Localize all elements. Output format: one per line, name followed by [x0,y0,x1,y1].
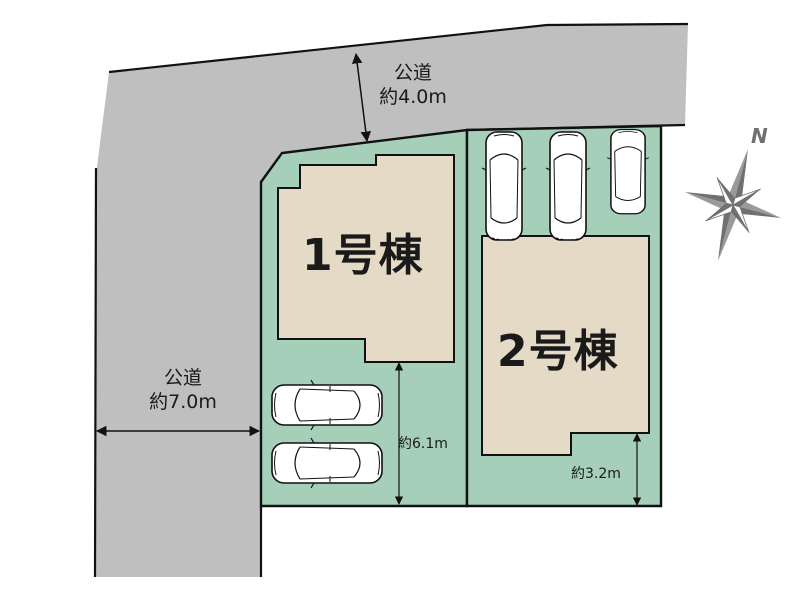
lot1-parking-depth-label: 約6.1m [398,436,448,452]
north-road-label: 公道 約4.0m [368,64,458,112]
north-road-type: 公道 [393,62,432,84]
building-2 [481,235,650,456]
north-road-width: 約4.0m [379,86,447,108]
lot2-setback-label: 約3.2m [571,466,621,482]
building-1 [277,154,455,363]
west-road-label: 公道 約7.0m [133,369,233,417]
building-1-label: 1号棟 [302,230,424,281]
west-road-width: 約7.0m [149,391,217,413]
compass-north-label: N [751,124,768,148]
west-road-type: 公道 [163,367,202,389]
dimension-north-road [351,52,372,143]
building-2-label: 2号棟 [497,326,619,377]
compass-rose-icon [684,148,782,262]
